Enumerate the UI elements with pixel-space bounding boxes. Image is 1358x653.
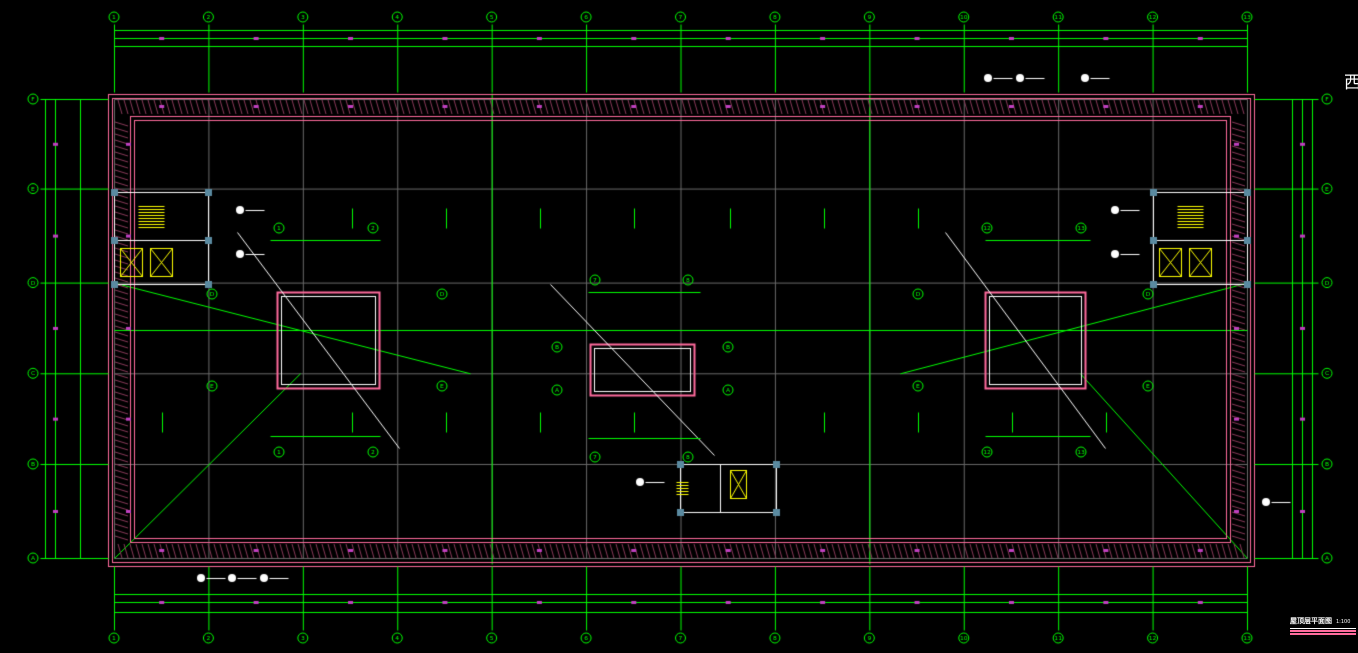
side-label-char: 西 (1344, 73, 1358, 93)
title-note-2 (1290, 633, 1356, 635)
title-underline (1290, 628, 1356, 629)
drawing-title-name: 屋顶层平面图 (1290, 617, 1332, 625)
drawing-title-block: 屋顶层平面图 1:100 (1290, 617, 1356, 635)
drawing-title: 屋顶层平面图 1:100 (1290, 617, 1356, 627)
title-note-1 (1290, 630, 1356, 632)
drawing-title-scale: 1:100 (1336, 619, 1351, 625)
